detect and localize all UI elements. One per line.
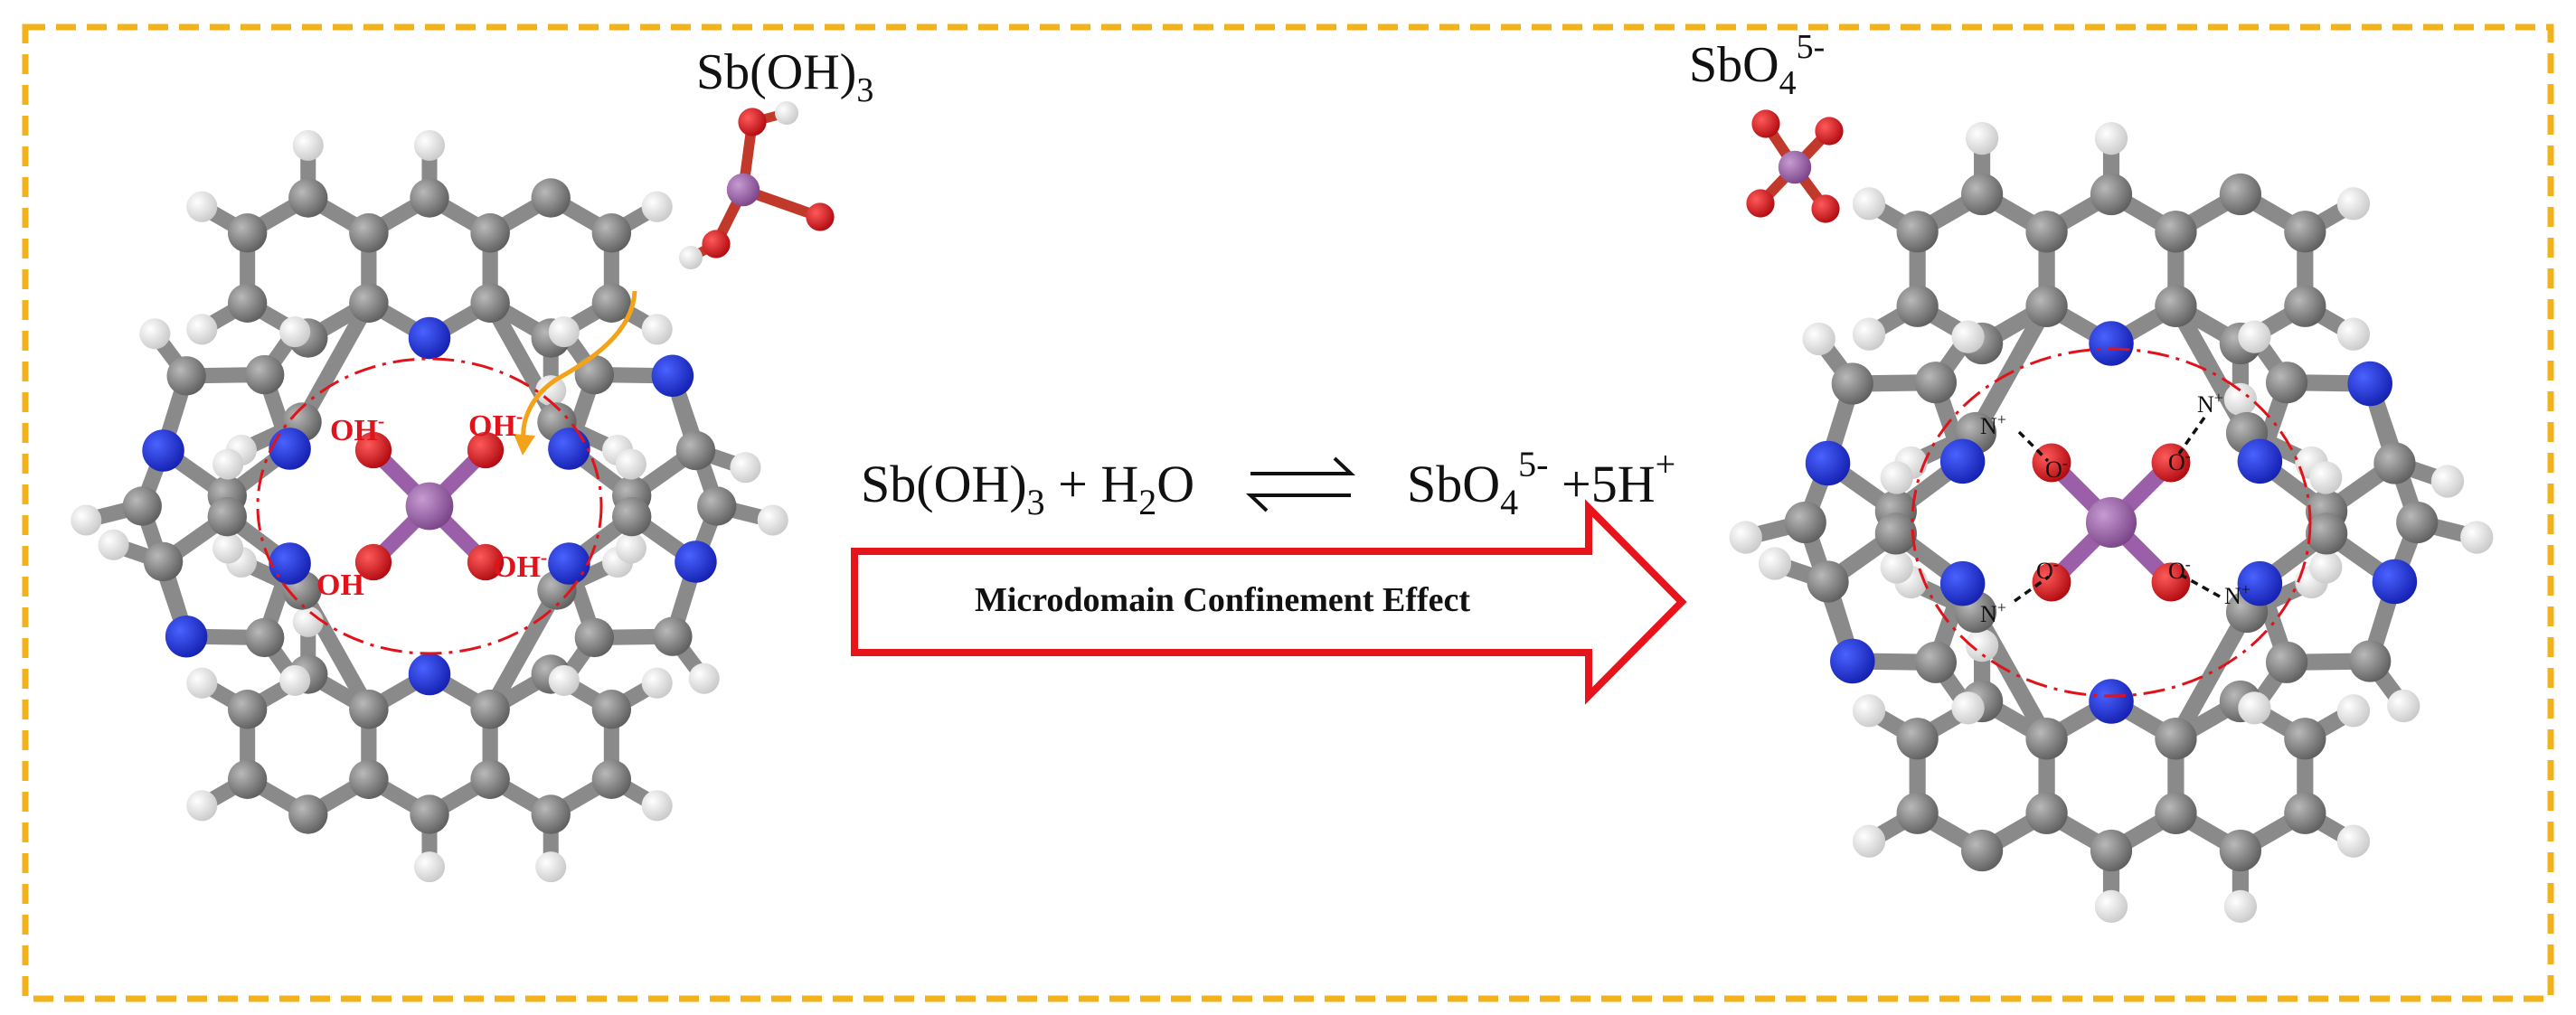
ion-pair-labels: N+ N+ N+ N+ O- O- O- O-: [1980, 389, 2250, 627]
confinement-circle-left: [256, 357, 603, 655]
product-label: SbO45-: [1689, 28, 1825, 102]
n-plus-label-2: N+: [2197, 389, 2223, 418]
o-minus-label-2: O-: [2168, 446, 2191, 475]
o-minus-label-1: O-: [2045, 454, 2068, 483]
confinement-arrow-label: Microdomain Confinement Effect: [975, 581, 1470, 619]
right-cage-molecule: [1729, 121, 2494, 924]
hydroxide-label-3: OH-: [316, 564, 371, 602]
confinement-circle-right: [1911, 347, 2312, 698]
dashed-border: [22, 23, 2554, 1002]
confinement-arrow: [851, 499, 1687, 705]
n-plus-label-1: N+: [1980, 410, 2006, 439]
proton-transfer-arrowhead: [514, 434, 535, 456]
left-cage-molecule: [71, 129, 788, 883]
reactant-label: Sb(OH)3: [696, 44, 873, 109]
proton-transfer-arrow: [521, 290, 637, 446]
hydrogen-bonds: [2013, 416, 2221, 603]
equation-lhs: Sb(OH)3 + H2O: [861, 455, 1194, 522]
o-minus-label-3: O-: [2036, 555, 2059, 584]
n-plus-label-3: N+: [1980, 598, 2006, 627]
hydroxide-label-4: OH-: [493, 546, 547, 584]
hydroxide-label-1: OH-: [330, 409, 384, 447]
o-minus-label-4: O-: [2168, 555, 2191, 584]
n-plus-label-4: N+: [2224, 580, 2250, 609]
sbo4-molecule: [1746, 109, 1844, 223]
equation-rhs: SbO45- +5H+: [1407, 444, 1675, 522]
equilibrium-arrows: [1245, 456, 1356, 512]
sb-oh3-molecule: [679, 101, 835, 269]
hydroxide-label-2: OH-: [468, 405, 523, 443]
